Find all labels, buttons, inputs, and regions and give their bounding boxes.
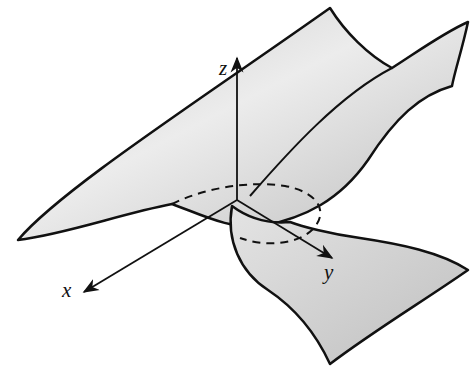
y-axis — [237, 200, 332, 258]
saddle-lower-wing — [231, 206, 468, 364]
axis-label: x — [62, 280, 71, 301]
x-axis — [84, 200, 237, 292]
z-axis — [236, 58, 238, 200]
axis-label: y — [324, 262, 333, 283]
saddle-upper-sheet — [18, 8, 468, 240]
axis-label: z — [219, 58, 227, 79]
dashed-level-curve — [172, 184, 320, 243]
ridge-curve — [250, 68, 392, 196]
